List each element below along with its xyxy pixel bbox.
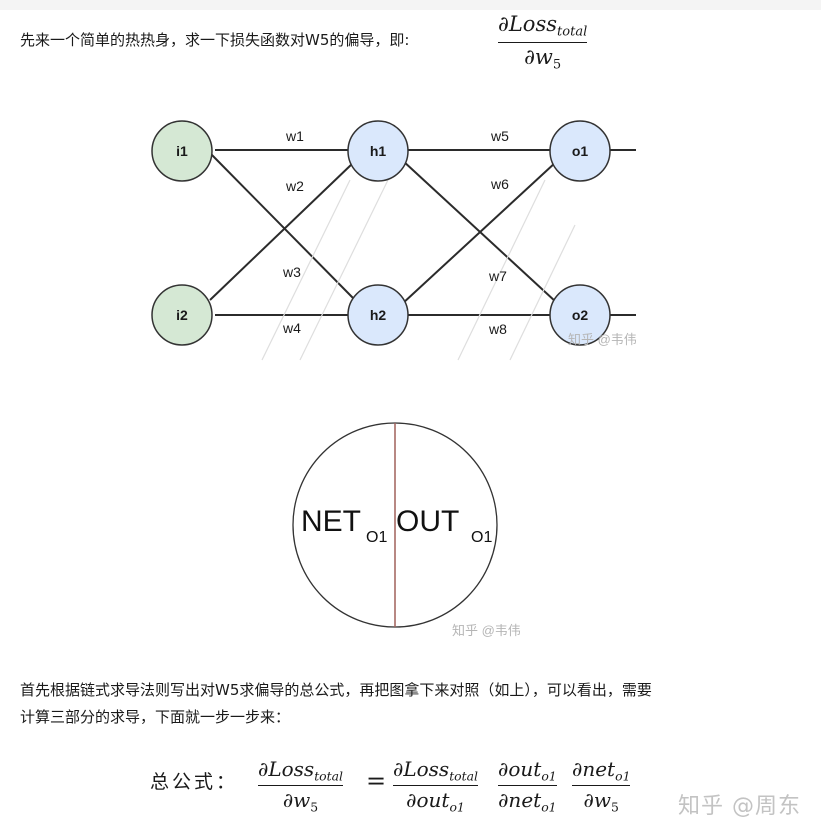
total-formula-label: 总公式： (150, 771, 239, 793)
weight-w2: w2 (285, 178, 304, 194)
top-strip (0, 0, 821, 10)
node-h2 (347, 284, 409, 346)
intro-text: 先来一个简单的热热身，求一下损失函数对W5的偏导，即: (20, 31, 410, 49)
node-i1-label: i1 (176, 143, 188, 159)
node-i2-label: i2 (176, 307, 188, 323)
intro-formula-num: ∂Loss (498, 12, 558, 36)
factor-2-fraction: ∂outo1 ∂neto1 (498, 757, 557, 815)
lhs-num-sub: total (314, 768, 343, 784)
intro-formula-den-sub: 5 (552, 57, 562, 73)
node-h2-label: h2 (370, 307, 387, 323)
weight-w1: w1 (285, 128, 304, 144)
lhs-num: ∂Loss (258, 757, 315, 781)
node-h1 (347, 120, 409, 182)
watermark-slash-lines (261, 179, 576, 361)
weight-w5: w5 (490, 128, 509, 144)
edge-h2-o1 (401, 161, 557, 305)
weight-w6: w6 (490, 176, 509, 192)
edge-h1-o2 (401, 159, 557, 303)
lhs-den-sub: 5 (310, 799, 319, 815)
f1-den: ∂out (406, 788, 450, 813)
node-o2 (549, 284, 611, 346)
intro-formula-den: ∂w (524, 44, 553, 69)
weight-w3: w3 (282, 264, 301, 280)
network-watermark: 知乎 @韦伟 (568, 332, 637, 347)
intro-formula: ∂Losstotal ∂w5 (498, 12, 588, 73)
node-h1-label: h1 (370, 143, 387, 159)
equals-sign: = (366, 767, 387, 795)
explanation-line-1: 首先根据链式求导法则写出对W5求偏导的总公式，再把图拿下来对照（如上），可以看出… (20, 681, 652, 699)
node-i2 (151, 284, 213, 346)
weight-w4: w4 (282, 320, 301, 336)
node-i1 (151, 120, 213, 182)
neuron-net-label: NET (301, 505, 361, 538)
f1-num: ∂Loss (393, 757, 450, 781)
f2-den-sub: o1 (541, 799, 557, 815)
factor-3-fraction: ∂neto1 ∂w5 (572, 757, 631, 815)
zhihu-brand-watermark: 知乎 @周东 (678, 794, 801, 819)
neuron-out-label: OUT (396, 505, 459, 538)
f2-num-sub: o1 (541, 768, 557, 784)
explanation-line-2: 计算三部分的求导，下面就一步一步来： (20, 708, 291, 726)
f3-den: ∂w (583, 788, 612, 813)
lhs-den: ∂w (282, 788, 311, 813)
weight-w8: w8 (488, 321, 507, 337)
edge-i1-h2 (209, 152, 354, 299)
total-lhs-fraction: ∂Losstotal ∂w5 (258, 757, 343, 815)
node-o2-label: o2 (572, 307, 589, 323)
factor-1-fraction: ∂Losstotal ∂outo1 (393, 757, 478, 815)
f1-num-sub: total (449, 768, 478, 784)
node-o1-label: o1 (572, 143, 589, 159)
weight-w7: w7 (488, 268, 507, 284)
f3-num: ∂net (572, 757, 616, 781)
neuron-out-sub: O1 (471, 529, 492, 546)
f2-num: ∂out (498, 757, 542, 781)
f2-den: ∂net (498, 788, 542, 813)
f3-den-sub: 5 (611, 799, 619, 815)
edge-i2-h1 (209, 162, 354, 301)
f1-den-sub: o1 (449, 799, 465, 815)
neuron-watermark: 知乎 @韦伟 (452, 623, 521, 638)
neuron-net-sub: O1 (366, 529, 387, 546)
intro-formula-num-sub: total (557, 24, 588, 40)
neuron-circle (292, 422, 498, 628)
node-o1 (549, 120, 611, 182)
f3-num-sub: o1 (615, 768, 631, 784)
